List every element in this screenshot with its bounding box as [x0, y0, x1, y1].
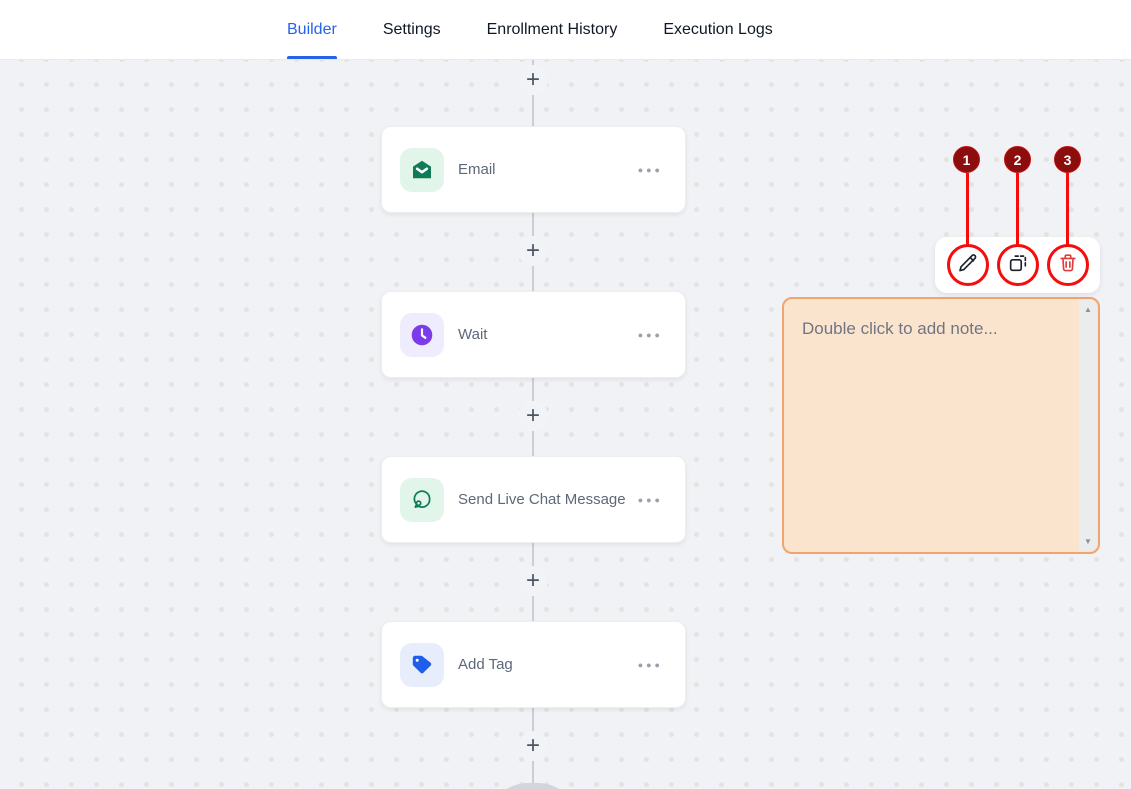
end-node-partial	[488, 783, 578, 789]
workflow-node-wait[interactable]: Wait ●●●	[381, 291, 686, 378]
tab-label: Builder	[287, 20, 337, 38]
tag-icon	[400, 642, 444, 687]
annotation-badge-2: 2	[1004, 146, 1031, 173]
annotation-line-3	[1066, 173, 1069, 245]
workflow-node-email[interactable]: Email ●●●	[381, 126, 686, 213]
annotation-circle-1	[947, 244, 989, 286]
active-tab-underline	[287, 56, 337, 59]
clock-icon	[400, 312, 444, 357]
annotation-line-2	[1016, 173, 1019, 245]
node-menu-button[interactable]: ●●●	[637, 164, 663, 175]
add-step-button[interactable]: +	[518, 65, 548, 95]
node-label: Send Live Chat Message	[458, 491, 626, 508]
add-step-button[interactable]: +	[518, 401, 548, 431]
annotation-circle-2	[997, 244, 1039, 286]
annotation-line-1	[966, 173, 969, 245]
email-envelope-icon	[400, 147, 444, 192]
tab-bar: Builder Settings Enrollment History Exec…	[0, 0, 1131, 60]
tab-label: Settings	[382, 20, 441, 38]
node-menu-button[interactable]: ●●●	[637, 659, 663, 670]
tab-label: Execution Logs	[663, 20, 773, 38]
add-step-button[interactable]: +	[518, 566, 548, 596]
workflow-canvas[interactable]: + + + + + Email ●●● Wait	[0, 60, 1131, 789]
note-scrollbar[interactable]: ▲ ▼	[1079, 300, 1097, 551]
tab-label: Enrollment History	[486, 20, 618, 38]
node-label: Email	[458, 161, 496, 178]
tab-builder[interactable]: Builder	[287, 0, 337, 59]
scroll-up-icon[interactable]: ▲	[1084, 305, 1092, 314]
add-step-button[interactable]: +	[518, 731, 548, 761]
tab-execution-logs[interactable]: Execution Logs	[663, 0, 772, 59]
add-step-button[interactable]: +	[518, 236, 548, 266]
tab-settings[interactable]: Settings	[383, 0, 441, 59]
node-menu-button[interactable]: ●●●	[637, 329, 663, 340]
node-label: Wait	[458, 326, 488, 343]
workflow-node-send-live-chat-message[interactable]: Send Live Chat Message ●●●	[381, 456, 686, 543]
note-placeholder: Double click to add note...	[802, 319, 998, 338]
annotation-badge-3: 3	[1054, 146, 1081, 173]
annotation-circle-3	[1047, 244, 1089, 286]
tab-enrollment-history[interactable]: Enrollment History	[487, 0, 618, 59]
node-menu-button[interactable]: ●●●	[637, 494, 663, 505]
note-panel[interactable]: Double click to add note... ▲ ▼	[782, 297, 1100, 554]
annotation-badge-1: 1	[953, 146, 980, 173]
scroll-down-icon[interactable]: ▼	[1084, 537, 1092, 546]
workflow-node-add-tag[interactable]: Add Tag ●●●	[381, 621, 686, 708]
live-chat-icon	[400, 477, 444, 522]
node-label: Add Tag	[458, 656, 513, 673]
